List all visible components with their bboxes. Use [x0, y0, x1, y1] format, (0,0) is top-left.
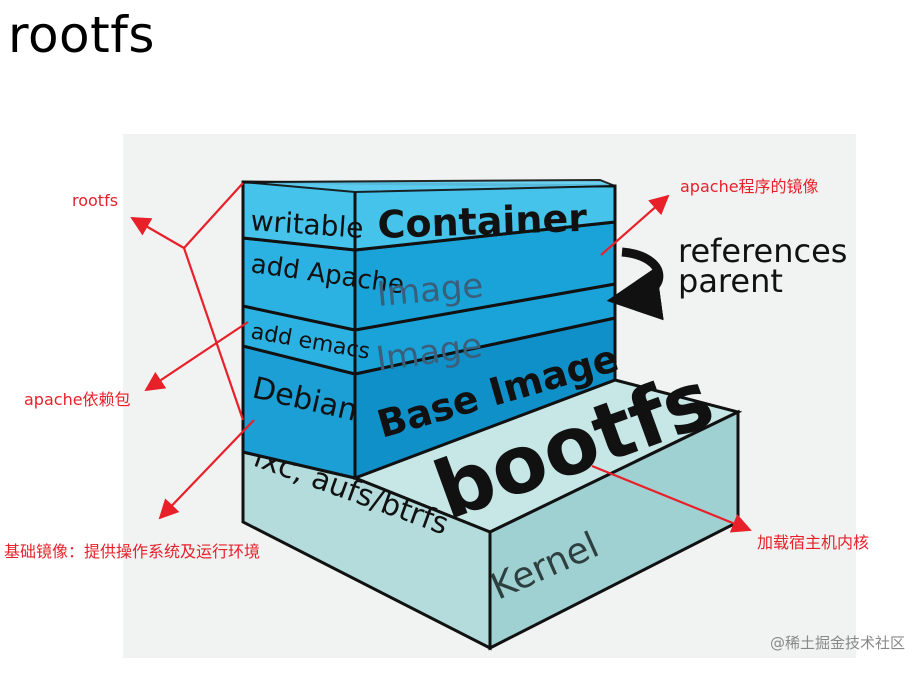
- base-image-arrow: [158, 419, 255, 520]
- rootfs-annotation: rootfs: [72, 191, 118, 210]
- references-label: references: [678, 232, 847, 270]
- container-top-face: [242, 178, 616, 194]
- base-image-annotation: 基础镜像：提供操作系统及运行环境: [4, 542, 260, 561]
- annotation-lines: [130, 182, 752, 533]
- apache-deps-arrow: [144, 321, 249, 392]
- apache-image-annotation: apache程序的镜像: [680, 177, 819, 196]
- rootfs-arrow: [130, 217, 185, 249]
- container-layer: [241, 178, 617, 252]
- kernel-annotation: 加载宿主机内核: [757, 533, 869, 552]
- apache-deps-annotation: apache依赖包: [24, 390, 131, 409]
- parent-label: parent: [678, 262, 783, 300]
- references-arrow: [606, 247, 664, 321]
- apache-image-arrow: [600, 194, 670, 256]
- writable-label: writable: [250, 204, 365, 245]
- container-label: Container: [377, 196, 588, 247]
- kernel-arrow: [591, 464, 752, 533]
- watermark: @稀土掘金技术社区: [769, 634, 905, 652]
- image-upper-label: Image: [375, 266, 485, 315]
- page-title: rootfs: [8, 6, 155, 64]
